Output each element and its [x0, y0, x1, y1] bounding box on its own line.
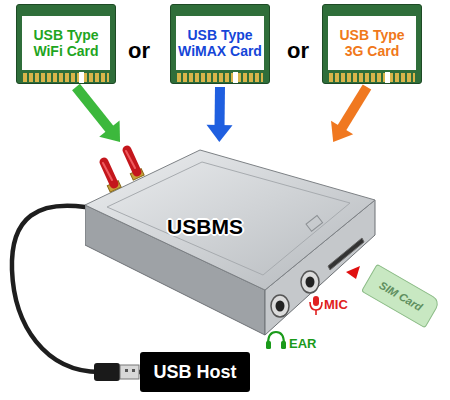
card-title: USB Type WiMAX Card — [176, 27, 264, 59]
arrow-head — [331, 121, 353, 142]
ear-cup — [266, 341, 271, 349]
flow-arrow — [207, 87, 233, 142]
device-seam — [107, 162, 350, 275]
card-title: USB Type 3G Card — [332, 27, 412, 59]
antenna-body — [127, 150, 137, 172]
antenna-highlight — [103, 163, 112, 180]
arrow-head — [99, 121, 120, 142]
arrow-shaft — [341, 87, 367, 129]
card-notch — [233, 72, 238, 83]
antenna-highlight — [126, 151, 135, 168]
module-card: USB Type 3G Card — [322, 4, 422, 84]
mic-stand — [315, 310, 317, 315]
antenna-connector — [103, 162, 121, 192]
port-label: EAR — [289, 336, 316, 351]
microphone-icon — [310, 296, 322, 315]
device-name: USBMS — [140, 215, 270, 239]
antenna-connector — [126, 150, 144, 180]
arrow-head — [207, 125, 233, 142]
gold-contacts — [177, 73, 263, 82]
jack-ring — [301, 271, 319, 293]
separator-word: or — [287, 38, 309, 64]
jack-ring — [271, 295, 289, 317]
mic-head — [313, 296, 319, 306]
ear-cup — [281, 341, 286, 349]
sim-icon — [306, 216, 323, 232]
separator-word: or — [128, 38, 150, 64]
card-sticker: USB Type WiFi Card — [22, 16, 110, 70]
jack-hole — [306, 277, 315, 288]
sim-card: SIM Card — [361, 264, 441, 329]
module-card: USB Type WiFi Card — [16, 4, 116, 84]
antenna-body — [104, 162, 114, 184]
usb-plug — [94, 363, 139, 381]
antenna-base — [107, 181, 121, 192]
sim-slot — [328, 238, 364, 270]
mic-jack — [301, 271, 319, 293]
card-notch — [385, 72, 390, 83]
card-title: USB Type WiFi Card — [23, 27, 109, 59]
plug-body — [94, 363, 120, 381]
antenna-base — [130, 169, 144, 180]
plug-hole — [132, 369, 135, 372]
slot-opening — [328, 238, 364, 270]
plug-metal — [120, 365, 139, 379]
arrow-shaft — [215, 87, 225, 127]
sim-card-label: SIM Card — [377, 279, 424, 313]
arrow-shaft — [76, 87, 111, 130]
gold-contacts — [23, 73, 109, 82]
headband — [268, 332, 284, 344]
flow-arrow — [76, 87, 120, 142]
flow-arrow — [331, 87, 367, 142]
ear-jack — [271, 295, 289, 317]
host-box: USB Host — [140, 352, 250, 392]
card-sticker: USB Type 3G Card — [328, 16, 416, 70]
port-label: MIC — [324, 297, 348, 312]
mic-holder — [310, 302, 322, 310]
card-sticker: USB Type WiMAX Card — [176, 16, 264, 70]
plug-hole — [125, 369, 128, 372]
host-label: USB Host — [153, 362, 236, 383]
card-notch — [79, 72, 84, 83]
jack-hole — [276, 301, 285, 312]
module-card: USB Type WiMAX Card — [170, 4, 270, 84]
insert-pointer — [346, 266, 360, 279]
gold-contacts — [329, 73, 415, 82]
headphone-icon — [266, 332, 286, 349]
device-top-face — [85, 150, 375, 290]
